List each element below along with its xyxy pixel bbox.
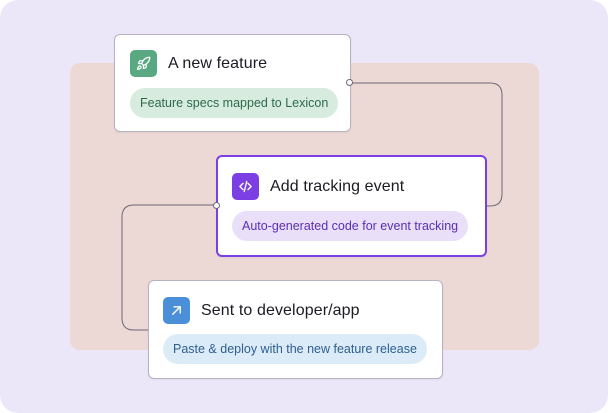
card-title: Sent to developer/app	[201, 301, 360, 319]
card-add-tracking-event[interactable]: Add tracking event Auto-generated code f…	[216, 155, 487, 257]
arrow-up-right-icon	[163, 297, 190, 324]
connector-tracking-to-developer	[121, 204, 216, 331]
card-tag: Feature specs mapped to Lexicon	[130, 88, 339, 118]
connector-feature-to-tracking	[350, 82, 503, 207]
card-new-feature[interactable]: A new feature Feature specs mapped to Le…	[114, 34, 351, 132]
code-icon	[232, 173, 259, 200]
card-title: Add tracking event	[270, 177, 405, 195]
connector-port[interactable]	[213, 202, 220, 209]
rocket-icon	[130, 50, 157, 77]
card-tag: Auto-generated code for event tracking	[232, 211, 469, 241]
connector-port[interactable]	[346, 79, 353, 86]
card-tag: Paste & deploy with the new feature rele…	[163, 334, 427, 364]
card-title: A new feature	[168, 54, 268, 72]
card-sent-to-developer[interactable]: Sent to developer/app Paste & deploy wit…	[148, 280, 443, 379]
